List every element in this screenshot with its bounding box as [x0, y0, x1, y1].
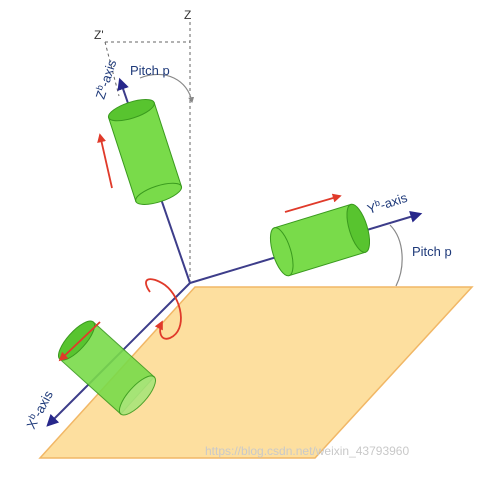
- yb-axis-label: Yb-axis: [365, 189, 410, 217]
- yb-axis-suffix: -axis: [378, 190, 409, 213]
- watermark-text: https://blog.csdn.net/weixin_43793960: [205, 444, 409, 458]
- y-red-arrow: [284, 193, 342, 213]
- x-cylinder: [58, 320, 156, 416]
- zb-axis-sup: b: [94, 84, 105, 92]
- svg-text:Zb-axis: Zb-axis: [92, 57, 120, 101]
- pitch-arc-top: [139, 73, 195, 104]
- x-red-arrow: [58, 321, 101, 362]
- svg-text:Yb-axis: Yb-axis: [365, 189, 410, 217]
- xb-axis-sup: b: [27, 412, 38, 421]
- z-cylinder: [107, 99, 183, 205]
- yb-axis-sup: b: [373, 197, 381, 208]
- z-label: Z: [184, 8, 191, 22]
- svg-text:Xb-axis: Xb-axis: [23, 387, 57, 431]
- zb-axis-label: Zb-axis: [92, 57, 120, 101]
- ground-plane: [38, 286, 474, 459]
- zprime-label: Z': [94, 28, 104, 42]
- pitch-label-top: Pitch p: [130, 63, 170, 78]
- rotation-arc: [145, 278, 182, 340]
- z-red-arrow: [97, 133, 113, 189]
- y-cylinder: [269, 203, 371, 277]
- pitch-arc-right: [389, 224, 403, 287]
- xb-axis-label: Xb-axis: [23, 387, 57, 432]
- pitch-label-right: Pitch p: [412, 244, 452, 259]
- xb-axis-suffix: -axis: [30, 388, 56, 420]
